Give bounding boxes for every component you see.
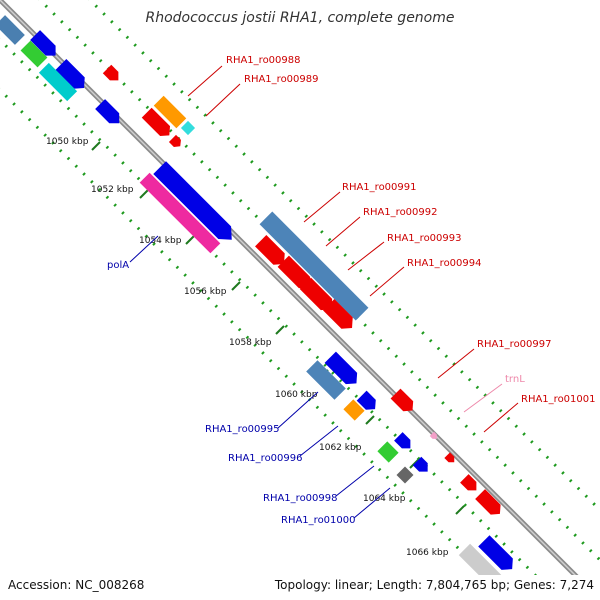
gene-label[interactable]: RHA1_ro00994 xyxy=(407,258,482,269)
kbp-label: 1060 kbp xyxy=(275,390,318,400)
gene-feature[interactable] xyxy=(139,172,221,254)
kbp-label: 1056 kbp xyxy=(184,287,227,297)
dotted-guide-inner-left xyxy=(0,87,488,575)
dotted-guide-far-right xyxy=(87,0,600,513)
gene-feature[interactable] xyxy=(255,235,290,270)
gene-feature[interactable] xyxy=(324,351,362,389)
gene-feature[interactable] xyxy=(458,543,502,586)
gene-label[interactable]: RHA1_ro00998 xyxy=(263,493,338,504)
gene-feature[interactable] xyxy=(30,30,60,60)
gene-feature[interactable] xyxy=(377,441,399,463)
gene-label[interactable]: RHA1_ro00996 xyxy=(228,453,303,464)
kbp-label: 1054 kbp xyxy=(139,236,182,246)
gene-feature[interactable] xyxy=(20,40,48,68)
gene-label[interactable]: RHA1_ro00989 xyxy=(244,74,319,85)
leader-lines xyxy=(129,65,519,519)
gene-label[interactable]: RHA1_ro00993 xyxy=(387,233,462,244)
gene-feature[interactable] xyxy=(444,452,457,465)
map-title: Rhodococcus jostii RHA1, complete genome xyxy=(145,10,455,26)
gene-label[interactable]: RHA1_ro00995 xyxy=(205,424,280,435)
gene-feature[interactable] xyxy=(475,489,505,519)
gene-label[interactable]: RHA1_ro01001 xyxy=(521,394,596,405)
gene-feature[interactable] xyxy=(55,59,90,94)
gene-feature[interactable] xyxy=(396,466,414,484)
gene-feature[interactable] xyxy=(38,62,78,102)
gene-feature[interactable] xyxy=(141,107,175,141)
gene-label[interactable]: trnL xyxy=(505,374,525,385)
kbp-label: 1066 kbp xyxy=(406,548,449,558)
gene-label[interactable]: RHA1_ro00997 xyxy=(477,339,552,350)
gene-feature[interactable] xyxy=(102,64,123,85)
gene-feature[interactable] xyxy=(412,456,432,476)
gene-feature[interactable] xyxy=(356,390,380,414)
gene-feature[interactable] xyxy=(343,399,365,421)
gene-feature[interactable] xyxy=(478,535,518,575)
kbp-label: 1064 kbp xyxy=(363,494,406,504)
gene-feature[interactable] xyxy=(95,99,124,128)
gene-label[interactable]: polA xyxy=(107,260,129,271)
gene-label[interactable]: RHA1_ro00992 xyxy=(363,207,438,218)
gene-label[interactable]: RHA1_ro00988 xyxy=(226,55,301,66)
gene-feature[interactable] xyxy=(0,15,25,45)
gene-label[interactable]: RHA1_ro01000 xyxy=(281,515,356,526)
gene-feature[interactable] xyxy=(180,120,196,136)
genome-summary-text: Topology: linear; Length: 7,804,765 bp; … xyxy=(274,578,594,592)
gene-feature[interactable] xyxy=(394,432,415,453)
dotted-guide-far-left xyxy=(0,37,538,575)
kbp-label: 1058 kbp xyxy=(229,338,272,348)
gene-feature[interactable] xyxy=(390,388,418,416)
gene-feature[interactable] xyxy=(277,255,315,293)
kbp-label: 1062 kbp xyxy=(319,443,362,453)
gene-feature[interactable] xyxy=(460,474,481,495)
gene-feature[interactable] xyxy=(299,277,337,315)
gene-feature[interactable] xyxy=(259,211,369,321)
gene-feature[interactable] xyxy=(306,360,346,400)
gene-label[interactable]: RHA1_ro00991 xyxy=(342,182,417,193)
gene-feature[interactable] xyxy=(429,431,439,441)
gene-feature[interactable] xyxy=(323,299,358,334)
accession-text: Accession: NC_008268 xyxy=(8,578,145,592)
gene-feature[interactable] xyxy=(153,161,238,246)
kbp-label: 1050 kbp xyxy=(46,137,89,147)
gene-feature[interactable] xyxy=(153,95,187,129)
kbp-label: 1052 kbp xyxy=(91,185,134,195)
gene-feature[interactable] xyxy=(168,134,184,150)
